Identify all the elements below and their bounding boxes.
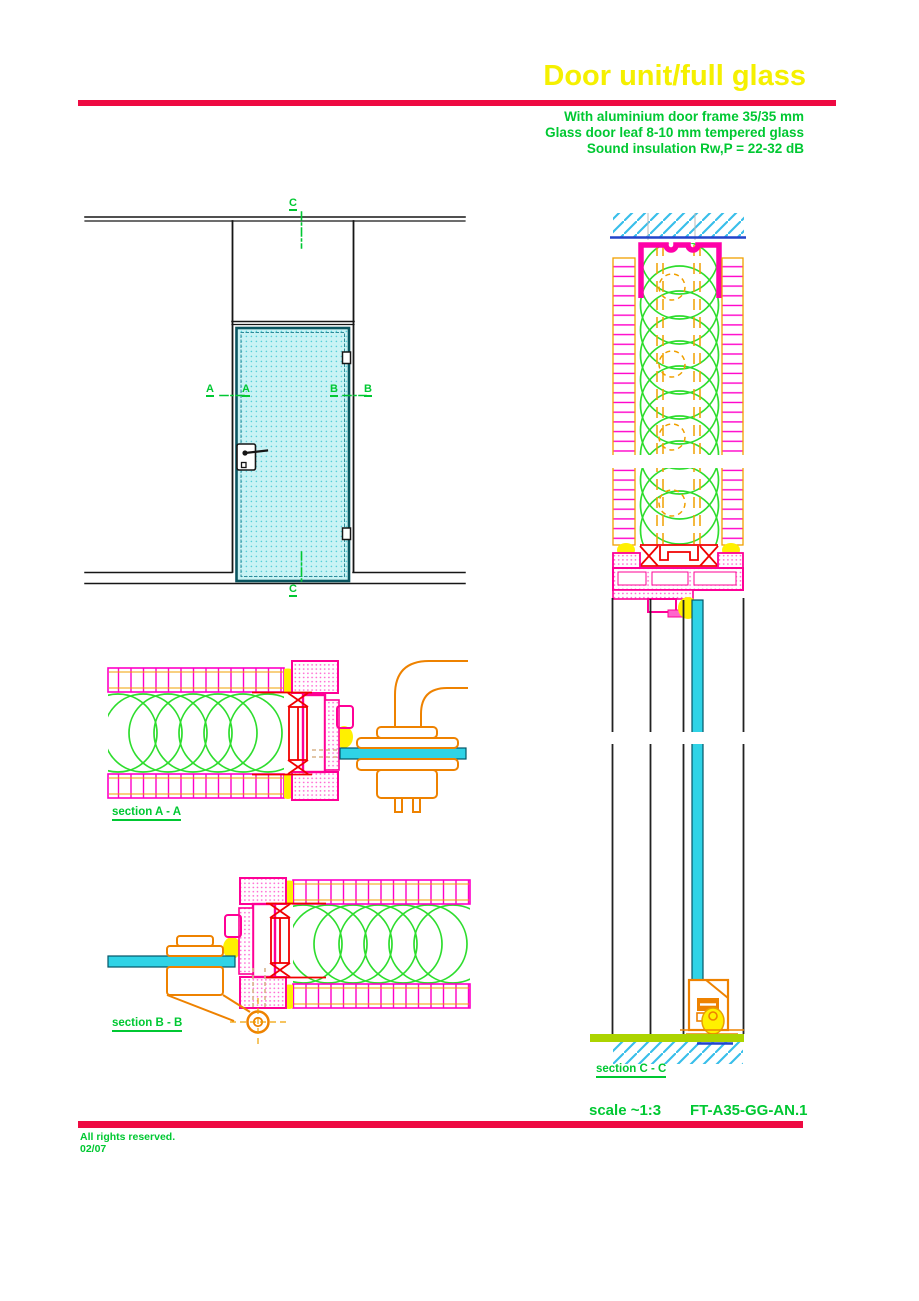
cc-glass-pane	[691, 599, 704, 1023]
footer-rule	[78, 1121, 803, 1128]
cc-studs-dashed	[656, 245, 701, 545]
marker-b-right: B	[364, 383, 372, 397]
spec-text-block: With aluminium door frame 35/35 mm Glass…	[545, 109, 804, 157]
aa-latch-dashed	[312, 749, 338, 758]
section-label-bb: section B - B	[112, 1017, 183, 1032]
bb-wall-boards	[292, 879, 471, 1009]
marker-c-bottom: C	[289, 583, 297, 597]
spec-line: Glass door leaf 8-10 mm tempered glass	[545, 125, 804, 140]
cc-break-gap	[605, 732, 750, 744]
aa-wall-boards	[107, 667, 285, 799]
spec-line: With aluminium door frame 35/35 mm	[564, 109, 804, 124]
cc-bottom-seal	[680, 978, 744, 1042]
marker-b-left: B	[330, 383, 338, 397]
cc-wall-boards	[612, 257, 744, 546]
header-rule	[78, 100, 836, 106]
door-lock	[236, 443, 269, 471]
aa-glass-pane	[339, 747, 467, 760]
aa-frame-red-insert	[252, 691, 312, 776]
cc-wall-break	[608, 455, 748, 468]
marker-a-right: A	[242, 383, 250, 397]
aa-frame-profile	[291, 660, 354, 801]
section-label-cc: section C - C	[596, 1063, 667, 1078]
marker-a-left: A	[206, 383, 214, 397]
section-bb-view	[107, 877, 471, 1047]
rights-note: All rights reserved.	[80, 1131, 176, 1143]
section-aa-view	[107, 660, 468, 813]
cc-head-red-bracket	[639, 544, 719, 567]
scale-label: scale ~1:3	[589, 1102, 662, 1119]
cc-insulation	[639, 243, 720, 545]
cc-jamb-lines	[611, 598, 745, 1034]
aa-insulation	[108, 693, 284, 773]
cc-floor	[590, 1034, 744, 1064]
section-cc-view	[590, 213, 750, 1064]
doc-number: FT-A35-GG-AN.1	[690, 1102, 808, 1119]
page-title: Door unit/full glass	[543, 60, 806, 92]
door-leaf	[235, 326, 351, 583]
bb-insulation	[293, 904, 470, 984]
marker-c-top: C	[289, 197, 297, 211]
bb-frame-red-insert	[266, 902, 326, 979]
cc-ceiling	[610, 213, 746, 240]
wall-lines	[84, 216, 466, 585]
spec-line: Sound insulation Rw,P = 22-32 dB	[586, 141, 804, 156]
section-label-aa: section A - A	[112, 806, 182, 821]
cc-head-frame	[612, 552, 744, 619]
bb-glass-pane	[107, 955, 236, 968]
bb-door-closer	[166, 935, 290, 1047]
elevation-view	[84, 211, 466, 585]
cc-top-track	[638, 242, 722, 298]
date-label: 02/07	[80, 1143, 107, 1155]
section-cut-lines	[219, 211, 367, 585]
bb-frame-profile	[224, 877, 287, 1009]
door-hinge	[341, 351, 352, 541]
aa-door-handle	[356, 660, 468, 813]
